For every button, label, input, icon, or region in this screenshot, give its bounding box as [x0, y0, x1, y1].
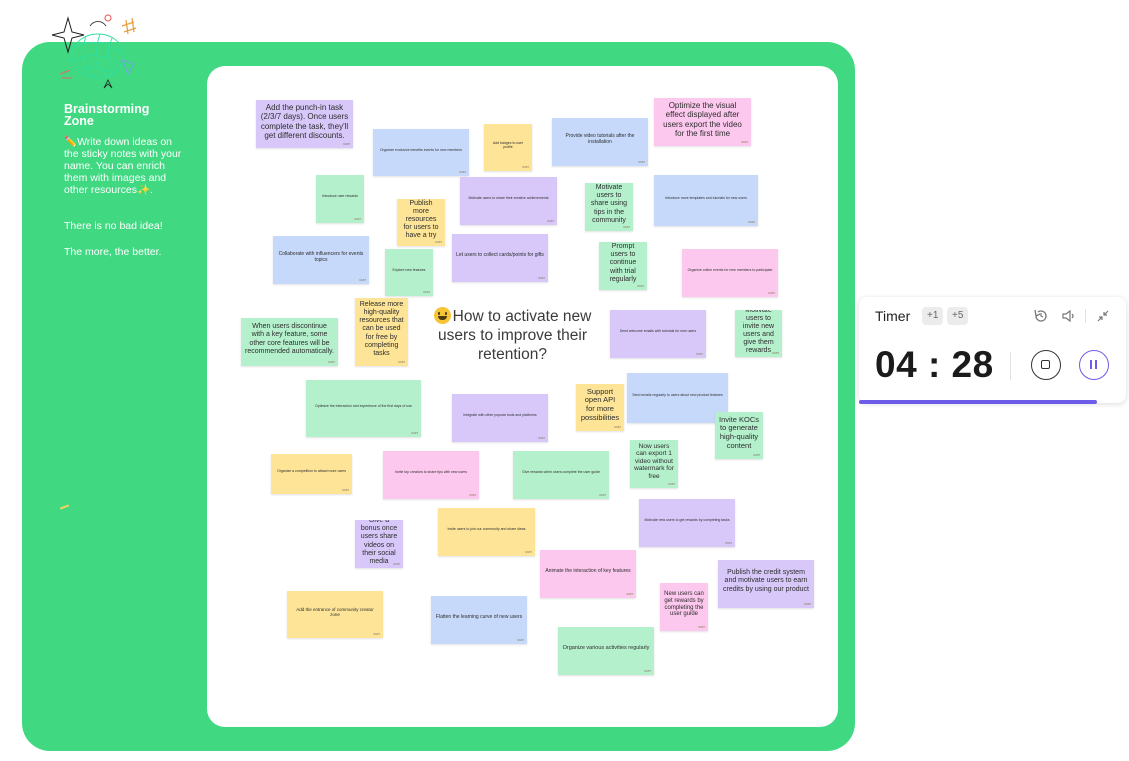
grinning-face-icon	[433, 307, 451, 324]
sticky-note[interactable]: Invite users to join our community and s…	[438, 508, 535, 556]
sticky-note[interactable]: Give a bonus once users share videos on …	[355, 520, 403, 568]
toolbar-divider	[1085, 309, 1086, 323]
sticky-note[interactable]: Add the entrance of community creator zo…	[287, 591, 383, 638]
motto-line-2: The more, the better.	[64, 246, 162, 258]
sticky-note[interactable]: Invite top creators to share tips with n…	[383, 451, 479, 499]
timer-progress-fill	[859, 400, 1097, 404]
sticky-note[interactable]: Send emails regularly to users about new…	[627, 373, 728, 423]
sticky-note[interactable]: Provide video tutorials after the instal…	[552, 118, 648, 166]
timer-widget: Timer +1 +5 04 : 28	[859, 297, 1126, 404]
sticky-note[interactable]: Prompt users to continue with trial regu…	[599, 242, 647, 290]
instructions-text: ✏️Write down ideas on the sticky notes w…	[64, 136, 182, 196]
timer-display: 04 : 28	[875, 344, 994, 386]
timer-separator: :	[927, 344, 941, 385]
sticky-note[interactable]: Send welcome emails with tutorials for n…	[610, 310, 706, 358]
sticky-note[interactable]: Motivate users to invite new users and g…	[735, 310, 782, 357]
sticky-note[interactable]: Optimize the interaction and experience …	[306, 380, 421, 437]
sticky-note[interactable]: Motivate users to share using tips in th…	[585, 183, 633, 231]
sticky-note[interactable]: Release more high-quality resources that…	[355, 298, 408, 366]
sticky-note[interactable]: Motivate users to share their creative a…	[460, 177, 557, 225]
sticky-note[interactable]: Publish the credit system and motivate u…	[718, 560, 814, 608]
sticky-note[interactable]: Collaborate with influencers for events …	[273, 236, 369, 284]
reset-icon[interactable]	[1032, 307, 1050, 325]
stop-button[interactable]	[1031, 350, 1061, 380]
timer-progress-bar	[859, 400, 1126, 404]
add-1-minute-button[interactable]: +1	[922, 307, 944, 325]
timer-seconds: 28	[951, 344, 994, 385]
globe-doodle-icon	[51, 14, 137, 89]
timer-minutes: 04	[875, 344, 918, 385]
sticky-note[interactable]: Organize exclusive benefits events for n…	[373, 129, 469, 176]
zone-title: Brainstorming Zone	[64, 102, 150, 128]
sticky-note[interactable]: Add the punch-in task (2/3/7 days). Once…	[256, 100, 353, 148]
sticky-note[interactable]: Organize a competition to attract more u…	[271, 454, 352, 494]
sticky-note[interactable]: When users discontinue with a key featur…	[241, 318, 338, 366]
motto-line-1: There is no bad idea!	[64, 220, 163, 232]
sticky-note[interactable]: Publish more resources for users to have…	[397, 199, 445, 246]
sticky-note[interactable]: Motivate new users to get rewards by com…	[639, 499, 735, 547]
sticky-note[interactable]: Give rewards when users complete the use…	[513, 451, 609, 499]
sticky-note[interactable]: Optimize the visual effect displayed aft…	[654, 98, 751, 146]
timer-title: Timer	[875, 308, 911, 324]
sticky-note[interactable]: New users can get rewards by completing …	[660, 583, 708, 631]
sticky-note[interactable]: Now users can export 1 video without wat…	[630, 440, 678, 488]
instructions-panel: Brainstorming Zone ✏️Write down ideas on…	[64, 103, 182, 258]
volume-icon[interactable]	[1060, 307, 1078, 325]
add-5-minutes-button[interactable]: +5	[947, 307, 969, 325]
sticky-note[interactable]: Organize online events for new members t…	[682, 249, 778, 297]
sticky-note[interactable]: Introduce more templates and tutorials f…	[654, 175, 758, 226]
central-question: How to activate new users to improve the…	[425, 307, 600, 364]
sticky-note[interactable]: Integrate with other popular tools and p…	[452, 394, 548, 442]
sticky-note[interactable]: Invite KOCs to generate high-quality con…	[715, 412, 763, 459]
pause-button[interactable]	[1079, 350, 1109, 380]
minimize-icon[interactable]	[1094, 307, 1112, 325]
sticky-note[interactable]: Let users to collect cards/points for gi…	[452, 234, 548, 282]
timer-divider	[1010, 352, 1011, 380]
